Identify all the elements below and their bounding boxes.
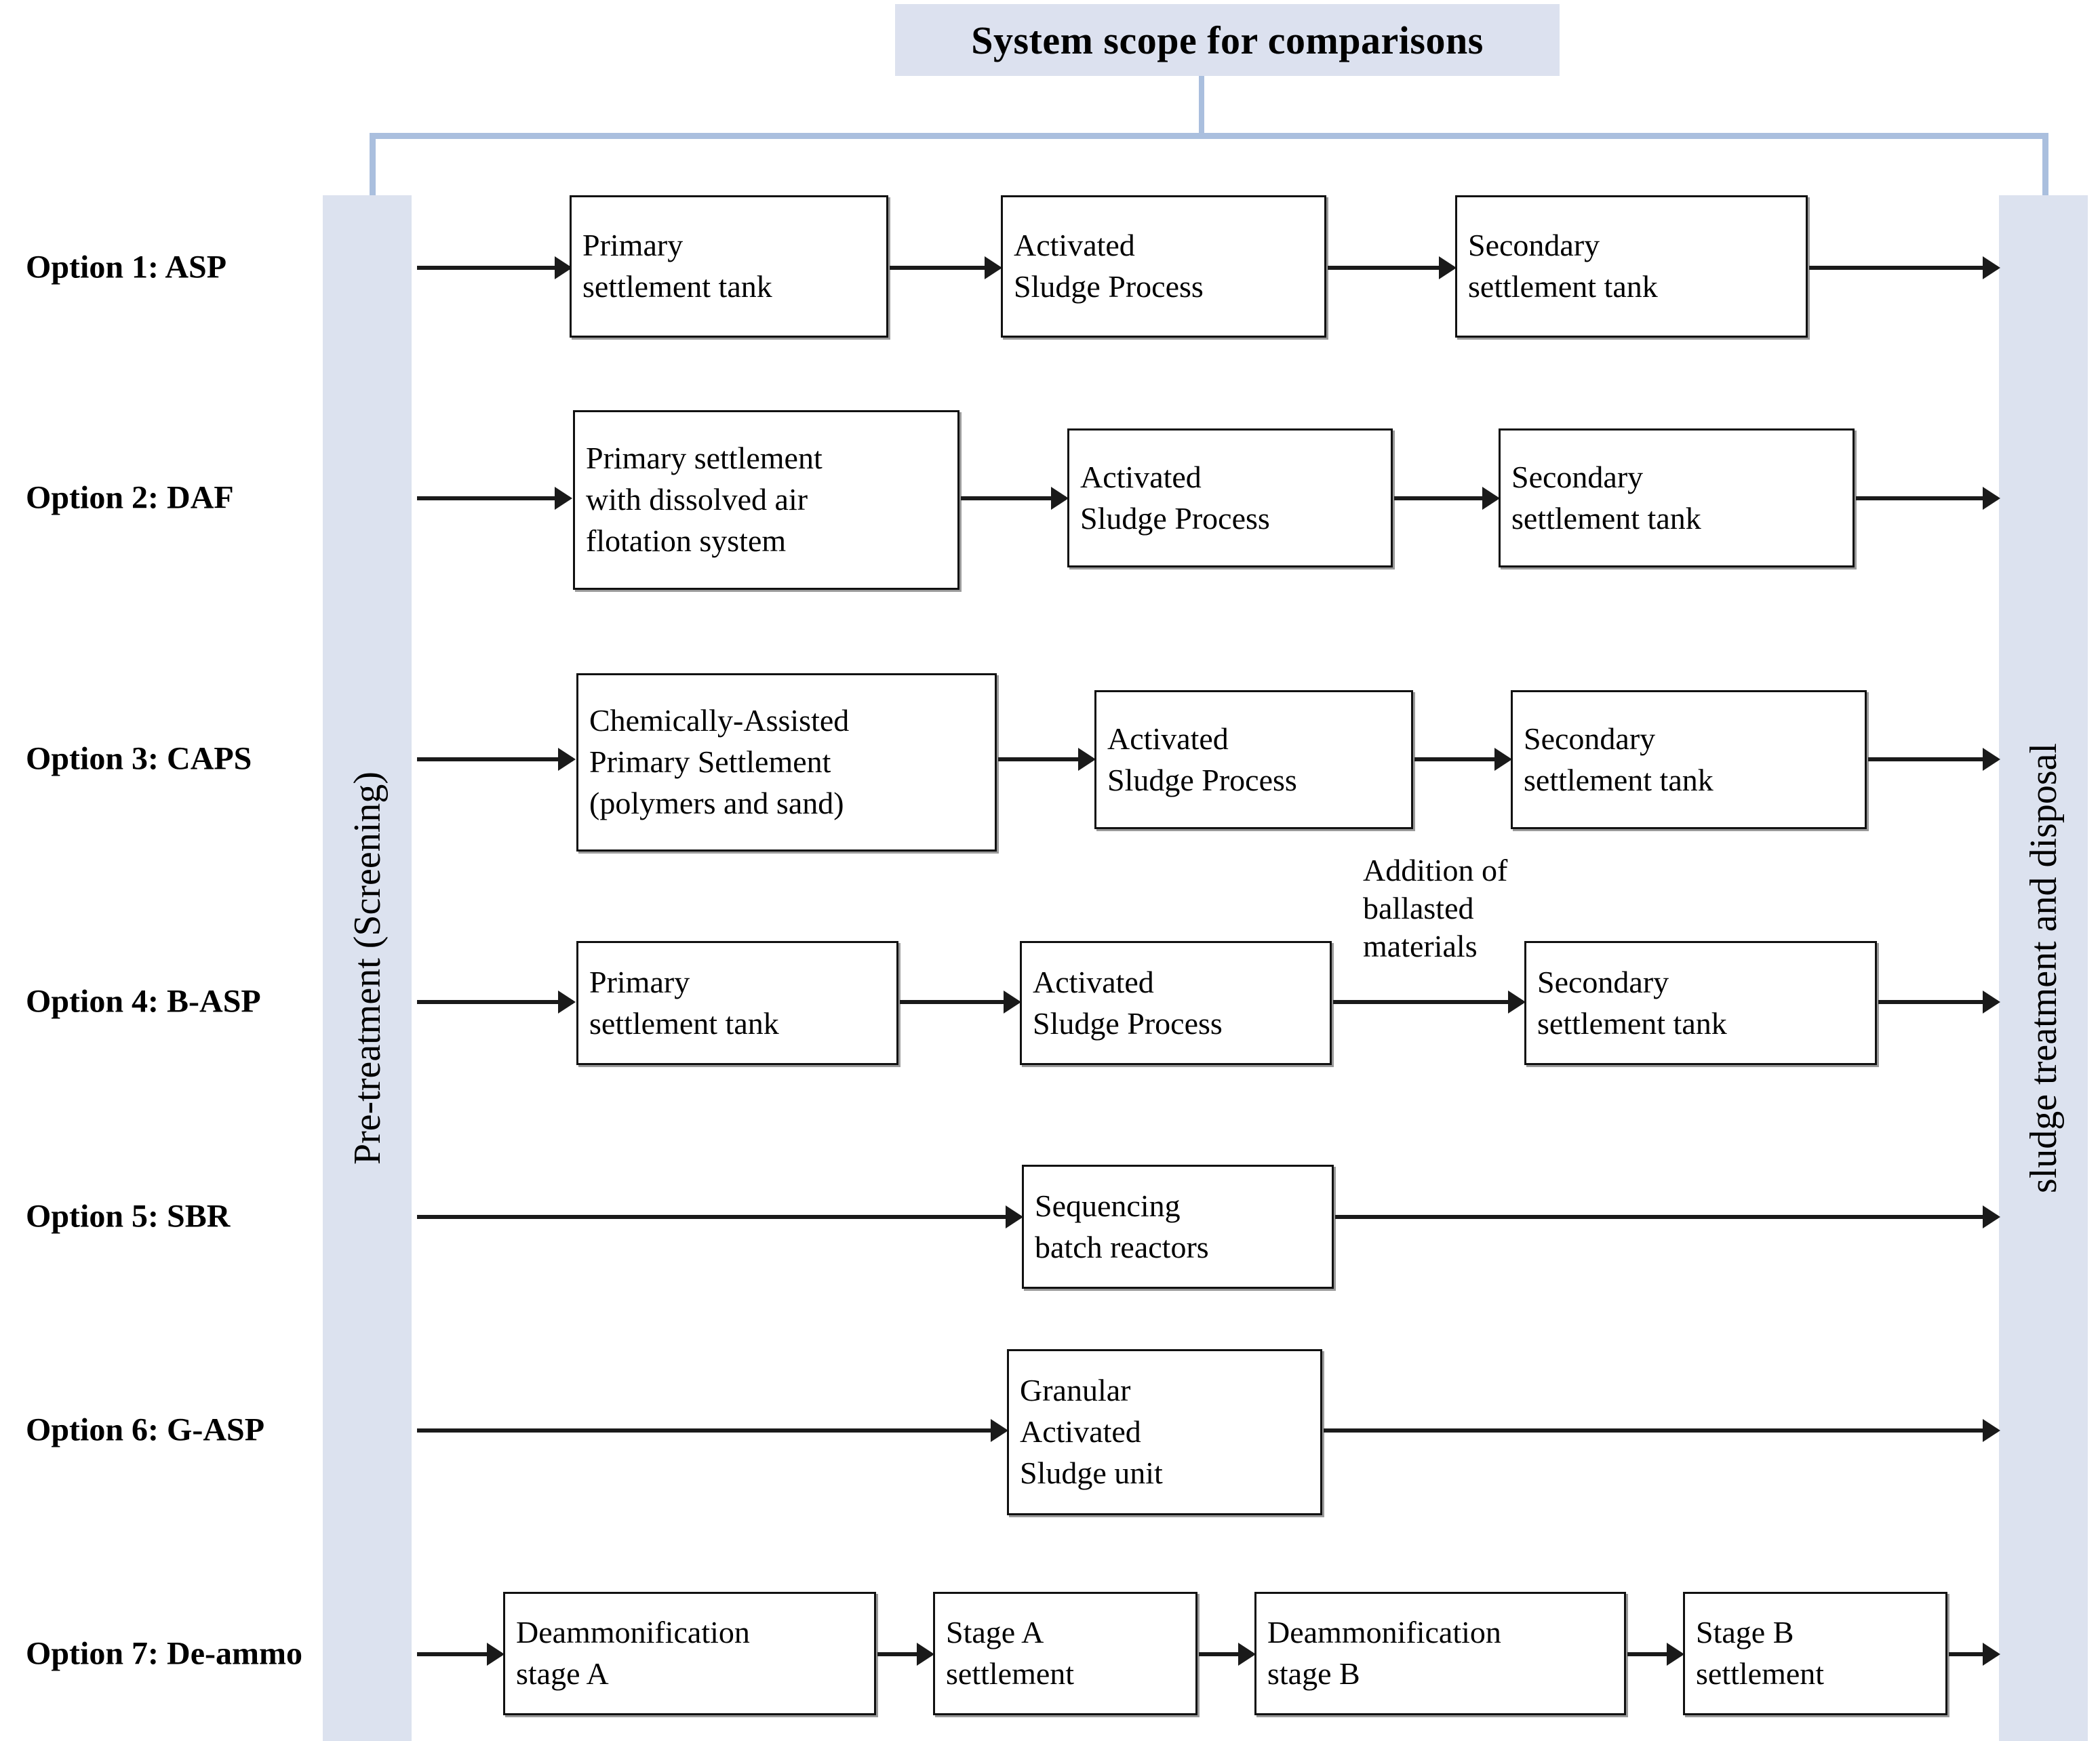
- box-r3-secondary-settlement-tank: Secondary settlement tank: [1511, 690, 1867, 829]
- row-label-option-3: Option 3: CAPS: [26, 740, 252, 777]
- box-text-line: Activated: [1080, 459, 1202, 494]
- row-label-option-1: Option 1: ASP: [26, 249, 227, 285]
- box-text-line: Secondary: [1524, 721, 1656, 756]
- box-text-line: Stage A: [946, 1615, 1044, 1650]
- box-r1-secondary-settlement-tank: Secondary settlement tank: [1455, 195, 1808, 338]
- connector-r7-in: [417, 1652, 502, 1656]
- box-text-line: Primary settlement: [586, 441, 823, 476]
- box-r7-deammonification-stage-a: Deammonification stage A: [503, 1592, 876, 1715]
- box-r4-activated-sludge-process: Activated Sludge Process: [1020, 941, 1332, 1065]
- box-r2-primary-settlement-daf: Primary settlement with dissolved air fl…: [573, 410, 959, 590]
- connector-r1-2: [1328, 266, 1454, 270]
- connector-r4-out: [1878, 1000, 1998, 1004]
- box-text-line: Stage B: [1696, 1615, 1794, 1650]
- connector-r2-in: [417, 496, 570, 500]
- connector-r5-out: [1335, 1215, 1998, 1219]
- box-r4-primary-settlement-tank: Primary settlement tank: [576, 941, 898, 1065]
- row-label-option-6: Option 6: G-ASP: [26, 1412, 265, 1448]
- row-label-option-4: Option 4: B-ASP: [26, 983, 261, 1020]
- bracket-right-drop: [2042, 133, 2048, 201]
- box-text-line: Secondary: [1468, 228, 1600, 263]
- box-r1-activated-sludge-process: Activated Sludge Process: [1001, 195, 1326, 338]
- bracket-left-drop: [370, 133, 376, 201]
- box-text-line: Granular: [1020, 1373, 1131, 1408]
- box-text-line: settlement tank: [1524, 762, 1713, 797]
- box-text-line: Activated: [1107, 721, 1229, 756]
- box-text-line: settlement tank: [1468, 269, 1658, 304]
- box-text-line: Activated: [1020, 1414, 1141, 1449]
- box-text-line: batch reactors: [1035, 1229, 1209, 1264]
- pre-treatment-column-label: Pre-treatment (Screening): [346, 772, 389, 1165]
- connector-r3-2: [1414, 757, 1509, 761]
- box-r7-stage-a-settlement: Stage A settlement: [933, 1592, 1197, 1715]
- box-r1-primary-settlement-tank: Primary settlement tank: [570, 195, 888, 338]
- box-text-line: Sludge Process: [1033, 1005, 1223, 1041]
- connector-r6-in: [417, 1428, 1006, 1433]
- connector-r2-out: [1856, 496, 1998, 500]
- connector-r1-in: [417, 266, 570, 270]
- row-label-option-2: Option 2: DAF: [26, 479, 234, 516]
- box-text-line: Activated: [1014, 228, 1135, 263]
- box-text-line: stage A: [516, 1656, 609, 1691]
- connector-r1-out: [1809, 266, 1998, 270]
- connector-r3-1: [998, 757, 1093, 761]
- box-text-line: settlement tank: [582, 269, 772, 304]
- box-text-line: Sludge Process: [1107, 762, 1297, 797]
- connector-r2-1: [961, 496, 1066, 500]
- box-text-line: (polymers and sand): [589, 785, 844, 820]
- box-r7-deammonification-stage-b: Deammonification stage B: [1254, 1592, 1626, 1715]
- connector-r1-1: [890, 266, 999, 270]
- box-r2-secondary-settlement-tank: Secondary settlement tank: [1499, 428, 1855, 567]
- box-text-line: stage B: [1267, 1656, 1360, 1691]
- box-r6-granular-activated-sludge-unit: Granular Activated Sludge unit: [1007, 1349, 1322, 1515]
- connector-r7-out: [1949, 1652, 1998, 1656]
- connector-r3-out: [1868, 757, 1998, 761]
- box-text-line: with dissolved air: [586, 482, 808, 517]
- box-text-line: flotation system: [586, 523, 787, 558]
- box-text-line: settlement: [946, 1656, 1075, 1691]
- pre-treatment-column: Pre-treatment (Screening): [323, 195, 412, 1741]
- box-text-line: Secondary: [1537, 964, 1669, 999]
- box-text-line: Secondary: [1511, 459, 1644, 494]
- box-text-line: Deammonification: [1267, 1615, 1501, 1650]
- connector-r7-2: [1199, 1652, 1253, 1656]
- box-text-line: Sludge Process: [1014, 269, 1204, 304]
- sludge-disposal-column-label: sludge treatment and disposal: [2022, 742, 2065, 1194]
- box-text-line: Primary: [582, 228, 684, 263]
- bracket-span: [370, 133, 2048, 139]
- box-r3-activated-sludge-process: Activated Sludge Process: [1094, 690, 1413, 829]
- box-text-line: Deammonification: [516, 1615, 750, 1650]
- connector-r3-in: [417, 757, 573, 761]
- box-text-line: Primary: [589, 964, 690, 999]
- sludge-disposal-column: sludge treatment and disposal: [1999, 195, 2088, 1741]
- diagram-title: System scope for comparisons: [895, 4, 1560, 76]
- connector-r4-2: [1333, 1000, 1523, 1004]
- box-text-line: Primary Settlement: [589, 744, 831, 780]
- box-r5-sequencing-batch-reactors: Sequencing batch reactors: [1022, 1165, 1334, 1289]
- connector-r4-in: [417, 1000, 573, 1004]
- box-text-line: settlement: [1696, 1656, 1825, 1691]
- box-r2-activated-sludge-process: Activated Sludge Process: [1067, 428, 1393, 567]
- connector-r5-in: [417, 1215, 1021, 1219]
- box-text-line: settlement tank: [1537, 1005, 1727, 1041]
- connector-r2-2: [1394, 496, 1497, 500]
- box-r7-stage-b-settlement: Stage B settlement: [1683, 1592, 1947, 1715]
- row-label-option-5: Option 5: SBR: [26, 1198, 231, 1235]
- annotation-ballasted-materials: Addition of ballasted materials: [1363, 853, 1508, 964]
- connector-r4-1: [900, 1000, 1018, 1004]
- connector-r7-1: [877, 1652, 932, 1656]
- box-r3-chemically-assisted-primary-settlement: Chemically-Assisted Primary Settlement (…: [576, 673, 997, 852]
- connector-r7-3: [1627, 1652, 1682, 1656]
- box-text-line: Sludge unit: [1020, 1455, 1163, 1490]
- bracket-stem: [1199, 76, 1204, 137]
- box-text-line: Activated: [1033, 964, 1154, 999]
- box-text-line: settlement tank: [589, 1005, 779, 1041]
- box-text-line: Sludge Process: [1080, 500, 1270, 536]
- box-r4-secondary-settlement-tank: Secondary settlement tank: [1524, 941, 1877, 1065]
- box-text-line: settlement tank: [1511, 500, 1701, 536]
- row-label-option-7: Option 7: De-ammo: [26, 1635, 302, 1672]
- connector-r6-out: [1324, 1428, 1998, 1433]
- box-text-line: Sequencing: [1035, 1188, 1181, 1223]
- box-text-line: Chemically-Assisted: [589, 703, 850, 738]
